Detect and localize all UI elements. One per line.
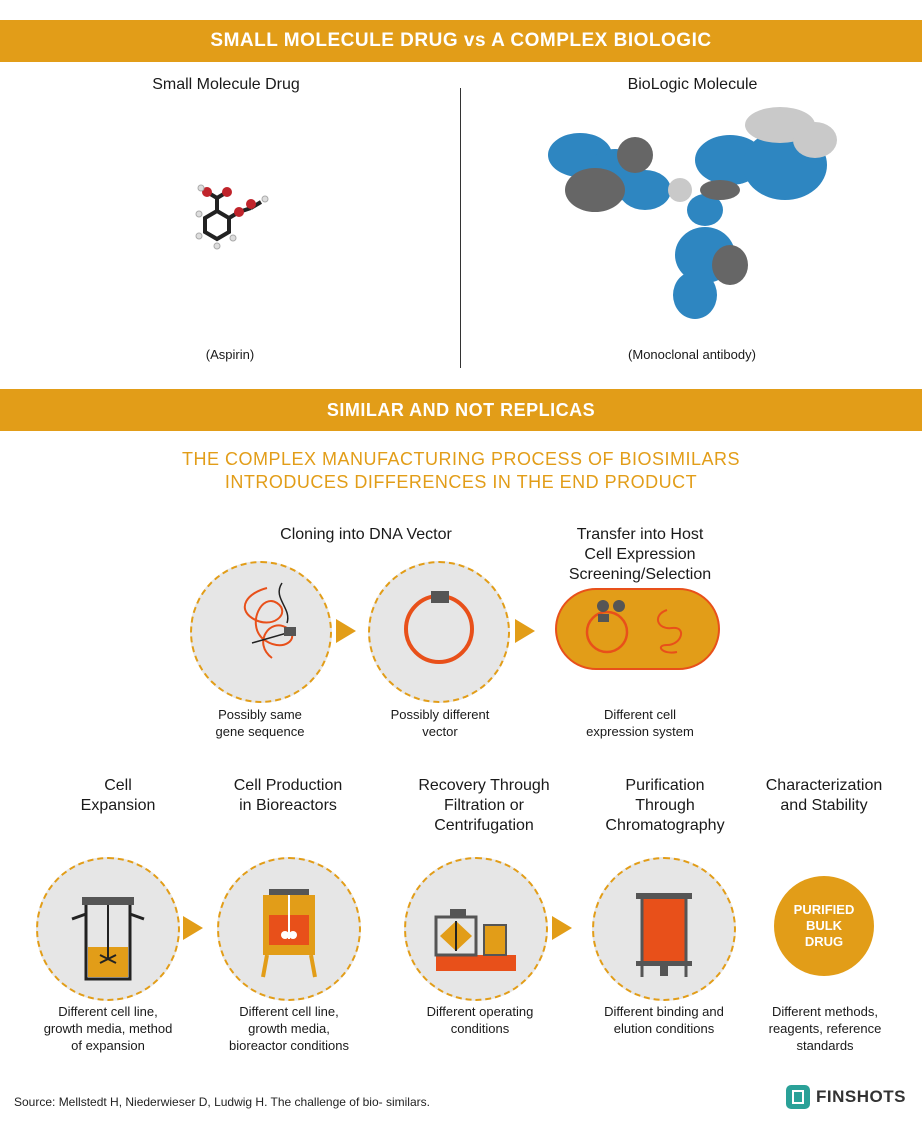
arrow-right-icon [552,916,572,940]
antibody-caption: (Monoclonal antibody) [628,347,756,362]
middle-banner-text: SIMILAR AND NOT REPLICAS [326,400,596,420]
characterization-title: Characterization and Stability [748,776,900,816]
caption-line: vector [422,724,458,739]
finshots-brand: FINSHOTS [816,1087,906,1106]
caption-line: growth media, method [43,1021,173,1036]
cell-expansion-title: Cell Expansion [38,776,198,816]
title-line: Purification [625,777,705,794]
plasmid-ring-icon [404,591,474,664]
recovery-title: Recovery Through Filtration or Centrifug… [395,776,573,836]
transfer-title-line: Transfer into Host [576,526,704,543]
aspirin-molecule-icon [185,180,275,255]
row2-caption-4: Different binding and elution conditions [578,1003,750,1037]
caption-line: Different cell line, [58,1004,158,1019]
gene-sequence-circle [190,561,332,703]
source-citation: Source: Mellstedt H, Niederwieser D, Lud… [14,1095,430,1109]
title-line: Through [635,797,695,814]
aspirin-caption: (Aspirin) [205,347,255,362]
dna-vector-circle [368,561,510,703]
section-subtitle: THE COMPLEX MANUFACTURING PROCESS OF BIO… [0,448,922,494]
caption-line: Different cell [603,707,676,722]
caption-line: of expansion [71,1038,145,1053]
biologic-title: BioLogic Molecule [627,76,758,93]
title-line: in Bioreactors [239,797,337,814]
transfer-title-line: Screening/Selection [568,566,712,583]
caption-line: Different methods, [772,1004,878,1019]
title-line: Cell [104,777,132,794]
title-line: Chromatography [605,817,725,834]
recovery-circle [404,857,548,1001]
caption-line: Possibly same [218,707,302,722]
caption-line: elution conditions [613,1021,715,1036]
cloning-title: Cloning into DNA Vector [280,526,452,543]
title-line: Expansion [80,797,156,814]
arrow-right-icon [336,619,356,643]
antibody-molecule-icon [545,105,845,335]
caption-line: growth media, [248,1021,330,1036]
caption-line: Different cell line, [239,1004,339,1019]
finshots-logo: FINSHOTS [786,1085,906,1109]
purification-title: Purification Through Chromatography [580,776,750,836]
arrow-right-icon [515,619,535,643]
badge-line: PURIFIED [793,902,855,917]
row1-caption-1: Possibly same gene sequence [180,706,340,740]
row2-caption-2: Different cell line, growth media, biore… [200,1003,378,1054]
middle-banner: SIMILAR AND NOT REPLICAS [0,389,922,431]
caption-line: gene sequence [215,724,305,739]
row2-caption-5: Different methods, reagents, reference s… [750,1003,900,1054]
transfer-title: Transfer into Host Cell Expression Scree… [530,525,750,585]
caption-line: standards [796,1038,854,1053]
row2-caption-1: Different cell line, growth media, metho… [18,1003,198,1054]
bioreactor-icon [261,889,317,978]
host-cell-icon [555,588,720,670]
caption-line: conditions [450,1021,510,1036]
cell-production-title: Cell Production in Bioreactors [208,776,368,816]
caption-line: Different binding and [604,1004,724,1019]
bioreactor-circle [217,857,361,1001]
caption-line: Possibly different [390,707,490,722]
title-line: Centrifugation [434,817,534,834]
title-line: Characterization [765,777,883,794]
badge-line: DRUG [804,934,844,949]
row2-caption-3: Different operating conditions [396,1003,564,1037]
badge-line: BULK [805,918,843,933]
title-line: Cell Production [233,777,343,794]
panel-divider [460,88,461,368]
subtitle-line-2: INTRODUCES DIFFERENCES IN THE END PRODUC… [224,472,698,492]
caption-line: reagents, reference [768,1021,882,1036]
purified-bulk-drug-badge: PURIFIED BULK DRUG [774,876,874,976]
flask-icon [71,897,145,981]
caption-line: bioreactor conditions [229,1038,349,1053]
top-banner-text: SMALL MOLECULE DRUG vs A COMPLEX BIOLOGI… [210,30,712,51]
transfer-title-line: Cell Expression [584,546,696,563]
centrifuge-icon [434,909,516,971]
subtitle-line-1: THE COMPLEX MANUFACTURING PROCESS OF BIO… [181,449,741,469]
caption-line: Different operating [426,1004,534,1019]
cell-expansion-circle [36,857,180,1001]
arrow-right-icon [183,916,203,940]
title-line: Recovery Through [418,777,550,794]
finshots-logo-icon [786,1085,810,1109]
small-molecule-title: Small Molecule Drug [152,76,300,93]
top-banner: SMALL MOLECULE DRUG vs A COMPLEX BIOLOGI… [0,20,922,62]
row1-caption-3: Different cell expression system [555,706,725,740]
caption-line: expression system [586,724,694,739]
dna-strand-icon [243,582,296,659]
purification-circle [592,857,736,1001]
title-line: and Stability [780,797,868,814]
row1-caption-2: Possibly different vector [360,706,520,740]
chromatography-column-icon [636,893,692,977]
title-line: Filtration or [443,797,525,814]
